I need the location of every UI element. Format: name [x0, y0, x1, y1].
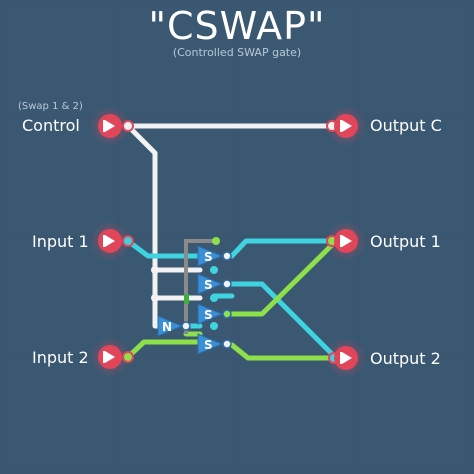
output-c-node[interactable] [326, 114, 358, 138]
output-2-node[interactable] [328, 346, 358, 370]
gate-label: S [204, 308, 213, 322]
output-1-node[interactable] [326, 229, 358, 253]
output-1-label: Output 1 [370, 232, 441, 251]
bus-green-segment [184, 294, 189, 304]
gate-label: N [162, 320, 172, 334]
control-note: (Swap 1 & 2) [18, 101, 83, 112]
control-label: Control [22, 116, 80, 135]
input-1-node[interactable] [98, 229, 134, 253]
input-1-label: Input 1 [32, 232, 89, 251]
page-subtitle: (Controlled SWAP gate) [172, 46, 302, 59]
swap-gate-2[interactable]: S [197, 266, 232, 295]
output-c-label: Output C [370, 116, 442, 135]
green-wires [125, 240, 337, 361]
input-2-label: Input 2 [32, 348, 89, 367]
output-2-label: Output 2 [370, 349, 441, 368]
swap-gate-3[interactable]: S [197, 294, 232, 325]
gate-label: S [204, 338, 213, 352]
gate-label: S [204, 250, 213, 264]
cyan-wires [125, 238, 339, 361]
not-gate[interactable]: N [157, 315, 191, 337]
swap-gate-1[interactable]: S [197, 237, 232, 267]
junction-dots [151, 266, 159, 302]
gate-label: S [204, 278, 213, 292]
page-title: "CSWAP" [148, 4, 326, 48]
control-input-node[interactable] [98, 114, 134, 138]
swap-gate-4[interactable]: S [197, 322, 232, 355]
input-2-node[interactable] [98, 345, 134, 369]
